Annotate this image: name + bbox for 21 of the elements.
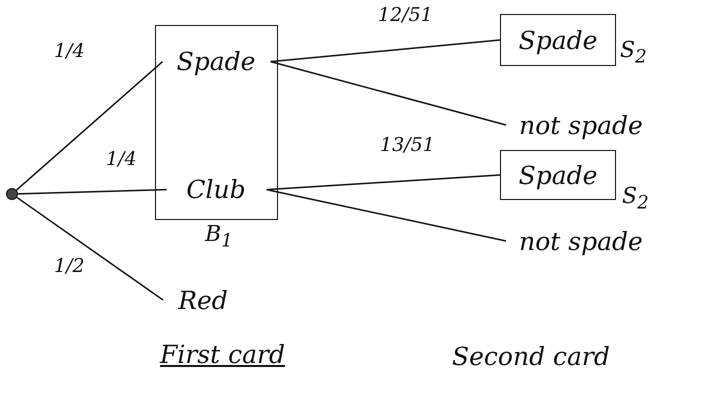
outcome-label: Red (163, 280, 243, 320)
stage-heading: Second card (452, 342, 610, 371)
branch-line (266, 174, 500, 190)
event-name: S$_{2}$ (622, 184, 649, 214)
branch-line (16, 196, 164, 301)
outcome-box: Spade (500, 14, 616, 66)
branch-line (270, 39, 500, 62)
outcome-label: not spade (506, 222, 656, 260)
branch-line (266, 188, 506, 242)
branch-line (18, 188, 167, 195)
outcome-label: Club (166, 170, 266, 208)
outcome-label: Spade (162, 40, 270, 82)
start-dot (6, 188, 18, 200)
event-name: B$_{1}$ (205, 222, 233, 252)
stage-heading: First card (160, 340, 285, 369)
event-name: S$_{2}$ (620, 38, 647, 68)
outcome-label: not spade (506, 106, 656, 144)
branch-line (16, 61, 164, 191)
outcome-box: Spade (500, 150, 616, 200)
group-box (155, 25, 278, 220)
branch-line (270, 60, 506, 126)
